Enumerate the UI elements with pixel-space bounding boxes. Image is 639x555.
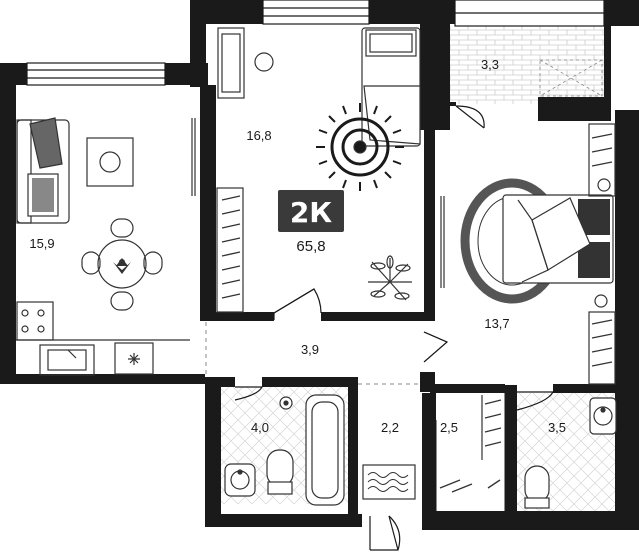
entry-fixtures <box>362 395 502 500</box>
thin-partitions <box>435 393 506 511</box>
room-area-bedroom-1: 16,8 <box>246 128 271 143</box>
room-area-wc: 3,5 <box>548 420 566 435</box>
wc-fixtures <box>524 397 617 509</box>
sun-rug <box>316 103 404 191</box>
zone-lines <box>205 322 422 385</box>
room-area-bedroom-2: 13,7 <box>484 316 509 331</box>
room-area-bathroom: 4,0 <box>251 420 269 435</box>
total-area-label: 65,8 <box>296 238 325 255</box>
room-area-kitchen: 15,9 <box>29 236 54 251</box>
walls <box>0 0 639 530</box>
room-area-closet: 2,5 <box>440 420 458 435</box>
bedroom2-furniture <box>440 123 616 385</box>
apartment-type-label: 2К <box>290 196 332 229</box>
room-area-balcony: 3,3 <box>481 57 499 72</box>
room-area-hall: 3,9 <box>301 342 319 357</box>
balcony-furniture <box>539 59 603 97</box>
plant-icon <box>368 255 412 301</box>
bedroom1-furniture <box>216 27 421 313</box>
windows <box>26 0 605 86</box>
bathroom-fixtures <box>224 394 345 506</box>
apartment-type-badge <box>278 190 344 232</box>
balcony-floor <box>450 26 605 104</box>
doors <box>234 105 554 551</box>
kitchen-furniture <box>16 117 196 376</box>
room-area-entry: 2,2 <box>381 420 399 435</box>
